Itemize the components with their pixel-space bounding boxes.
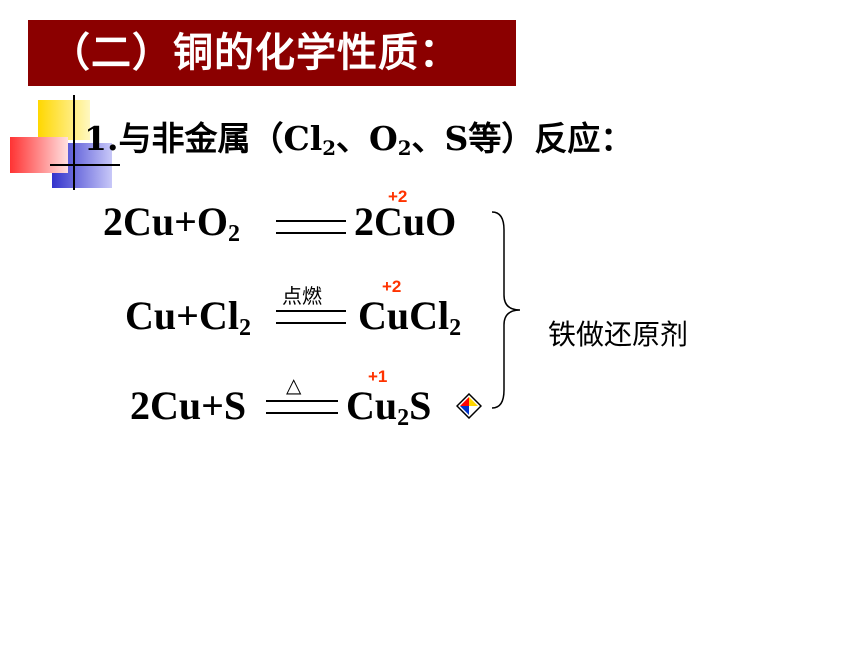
slide-title: （二）铜的化学性质： (28, 20, 516, 86)
reaction-1-reactants: 2Cu+O2 (103, 199, 241, 247)
square-bullet-icon (10, 95, 120, 190)
reaction-2-product: CuCl2 (358, 293, 462, 341)
section-heading: 1.与非金属（Cl2、O2、S等）反应： (84, 119, 634, 160)
reaction-3-oxidation-state: +1 (368, 367, 388, 386)
reaction-2-condition: 点燃 (282, 284, 322, 308)
reaction-1-equals (276, 220, 346, 234)
reaction-3-reactants: 2Cu+S (130, 383, 247, 428)
side-note: 铁做还原剂 (548, 318, 689, 351)
reaction-3-product: Cu2S (346, 383, 432, 431)
right-brace (491, 211, 521, 409)
reaction-2-oxidation-state: +2 (382, 277, 402, 296)
diamond-action-icon[interactable] (456, 393, 482, 419)
reaction-3-equals (266, 400, 338, 414)
reaction-2-reactants: Cu+Cl2 (125, 293, 251, 341)
reaction-1-product: 2CuO (354, 199, 457, 244)
reaction-3-condition: △ (286, 373, 302, 397)
reaction-2-equals (276, 310, 346, 324)
reaction-1-oxidation-state: +2 (388, 187, 408, 206)
